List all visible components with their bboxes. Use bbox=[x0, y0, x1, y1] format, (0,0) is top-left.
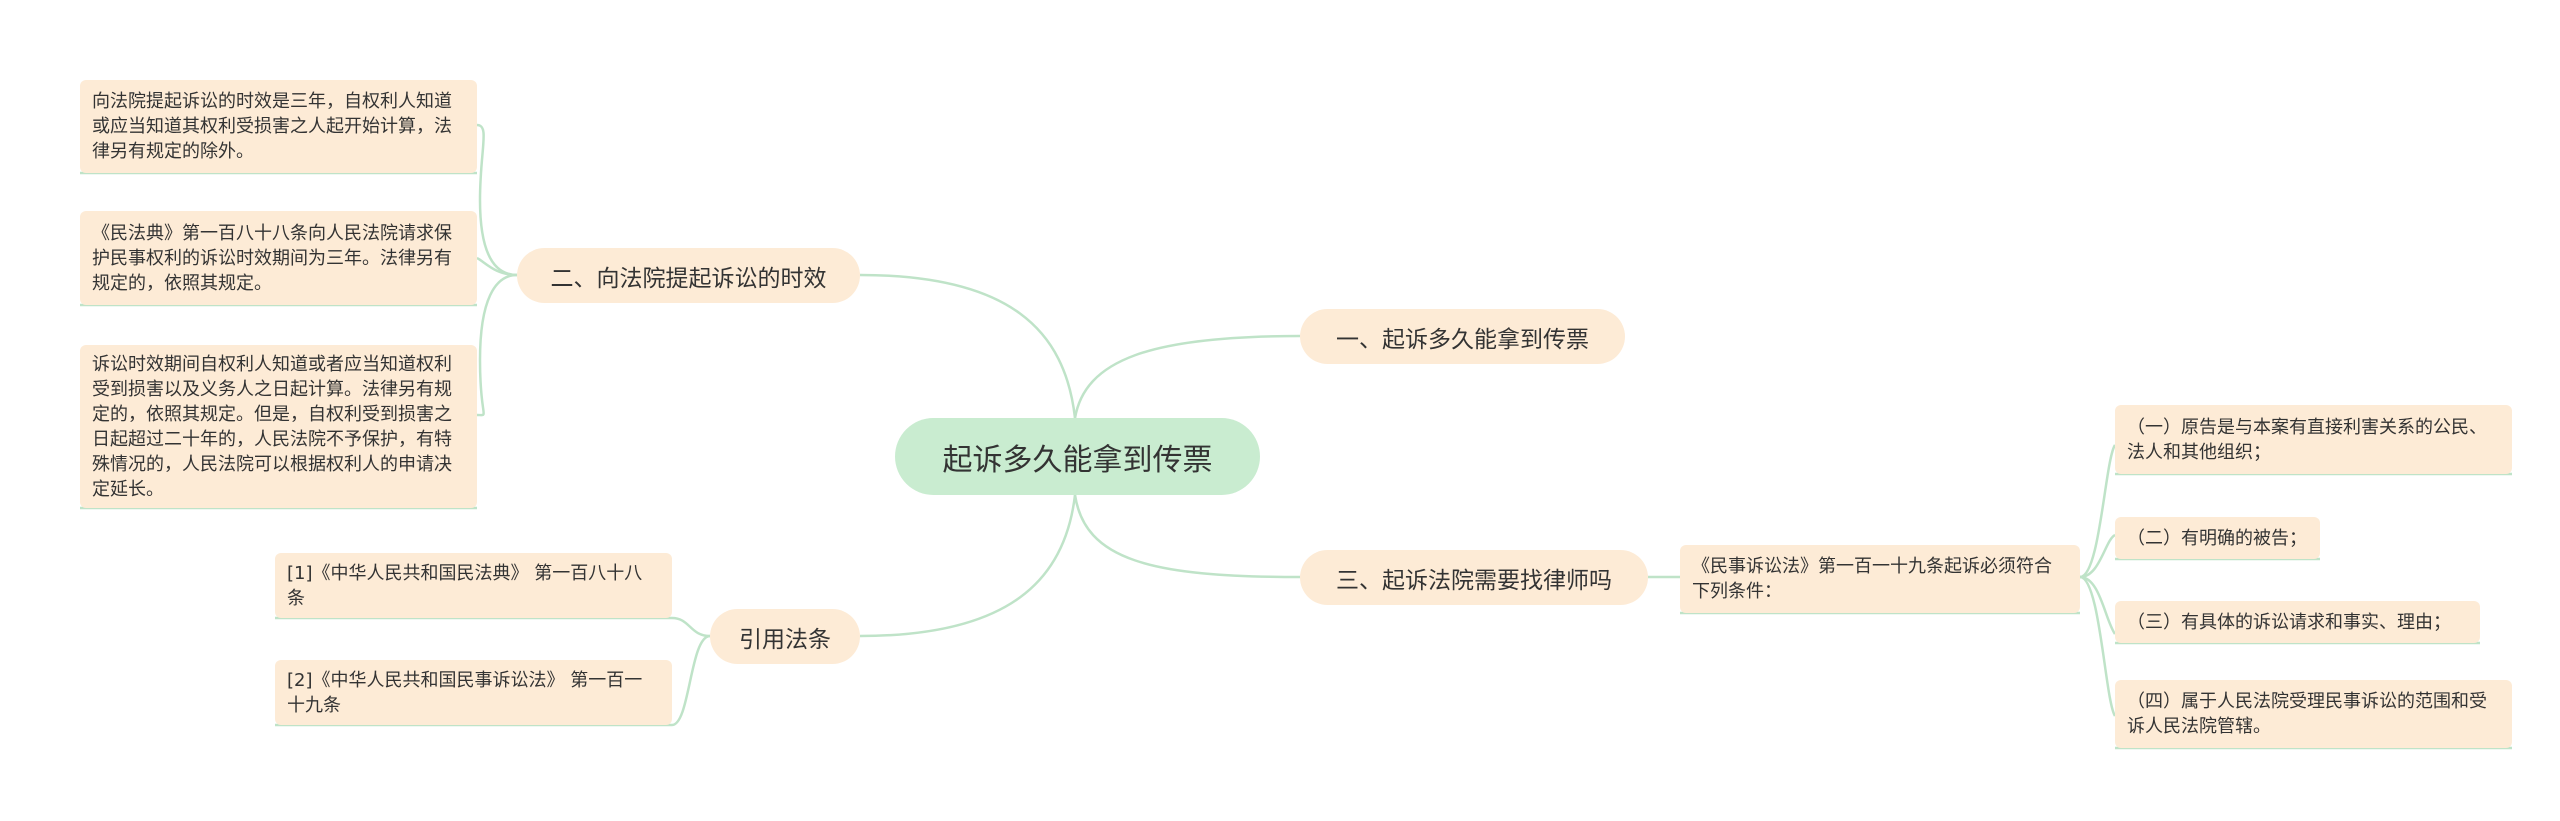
leaf-citation-2-text: [2]《中华人民共和国民事诉讼法》 第一百一十九条 bbox=[287, 669, 643, 716]
branch-need-lawyer[interactable]: 三、起诉法院需要找律师吗 bbox=[1300, 550, 1648, 605]
link-root-branch2 bbox=[859, 273, 1077, 419]
leaf-condition-2: （二）有明确的被告； bbox=[2115, 517, 2320, 559]
link-root-citations bbox=[859, 494, 1077, 638]
branch-citations-label: 引用法条 bbox=[739, 626, 831, 653]
leaf-limitation-3-text: 诉讼时效期间自权利人知道或者应当知道权利受到损害以及义务人之日起计算。法律另有规… bbox=[92, 353, 452, 500]
leaf-citation-2: [2]《中华人民共和国民事诉讼法》 第一百一十九条 bbox=[275, 660, 672, 725]
leaf-limitation-2-text: 《民法典》第一百八十八条向人民法院请求保护民事权利的诉讼时效期间为三年。法律另有… bbox=[92, 222, 452, 294]
leaf-lawyer-article: 《民事诉讼法》第一百一十九条起诉必须符合下列条件： bbox=[1680, 545, 2080, 613]
leaf-condition-3: （三）有具体的诉讼请求和事实、理由； bbox=[2115, 601, 2480, 643]
leaf-limitation-1: 向法院提起诉讼的时效是三年，自权利人知道或应当知道其权利受损害之人起开始计算，法… bbox=[80, 80, 477, 173]
leaf-citation-1: [1]《中华人民共和国民法典》 第一百八十八条 bbox=[275, 553, 672, 618]
branch-summons-time[interactable]: 一、起诉多久能拿到传票 bbox=[1300, 309, 1625, 364]
link-root-branch3 bbox=[1073, 494, 1301, 579]
branch-need-lawyer-label: 三、起诉法院需要找律师吗 bbox=[1336, 567, 1612, 594]
link-cite-1 bbox=[275, 616, 711, 638]
leaf-condition-3-text: （三）有具体的诉讼请求和事实、理由； bbox=[2127, 611, 2451, 633]
link-root-branch1 bbox=[1073, 334, 1301, 419]
leaf-condition-4-text: （四）属于人民法院受理民事诉讼的范围和受诉人民法院管辖。 bbox=[2127, 691, 2487, 737]
link-article-cond2 bbox=[2079, 533, 2116, 579]
link-branch2-leaf3 bbox=[476, 273, 518, 417]
leaf-condition-4: （四）属于人民法院受理民事诉讼的范围和受诉人民法院管辖。 bbox=[2115, 680, 2512, 748]
link-article-cond1 bbox=[2079, 444, 2117, 579]
leaf-lawyer-article-text: 《民事诉讼法》第一百一十九条起诉必须符合下列条件： bbox=[1692, 556, 2052, 602]
leaf-limitation-1-text: 向法院提起诉讼的时效是三年，自权利人知道或应当知道其权利受损害之人起开始计算，法… bbox=[92, 91, 452, 162]
branch-summons-time-label: 一、起诉多久能拿到传票 bbox=[1336, 326, 1589, 353]
leaf-citation-1-text: [1]《中华人民共和国民法典》 第一百八十八条 bbox=[287, 562, 643, 609]
link-branch2-leaf1 bbox=[476, 123, 518, 277]
branch-limitation-period[interactable]: 二、向法院提起诉讼的时效 bbox=[517, 248, 860, 303]
link-article-cond4 bbox=[2079, 575, 2117, 717]
leaf-condition-1: （一）原告是与本案有直接利害关系的公民、法人和其他组织； bbox=[2115, 405, 2512, 474]
root-topic-label: 起诉多久能拿到传票 bbox=[942, 442, 1213, 478]
leaf-condition-2-text: （二）有明确的被告； bbox=[2127, 527, 2307, 549]
leaf-limitation-3: 诉讼时效期间自权利人知道或者应当知道权利受到损害以及义务人之日起计算。法律另有规… bbox=[80, 345, 477, 508]
leaf-condition-1-text: （一）原告是与本案有直接利害关系的公民、法人和其他组织； bbox=[2127, 416, 2487, 463]
branch-citations[interactable]: 引用法条 bbox=[710, 609, 860, 664]
root-topic[interactable]: 起诉多久能拿到传票 bbox=[895, 418, 1260, 495]
branch-limitation-period-label: 二、向法院提起诉讼的时效 bbox=[550, 265, 827, 292]
link-cite-2 bbox=[275, 634, 711, 727]
leaf-limitation-2: 《民法典》第一百八十八条向人民法院请求保护民事权利的诉讼时效期间为三年。法律另有… bbox=[80, 211, 477, 305]
